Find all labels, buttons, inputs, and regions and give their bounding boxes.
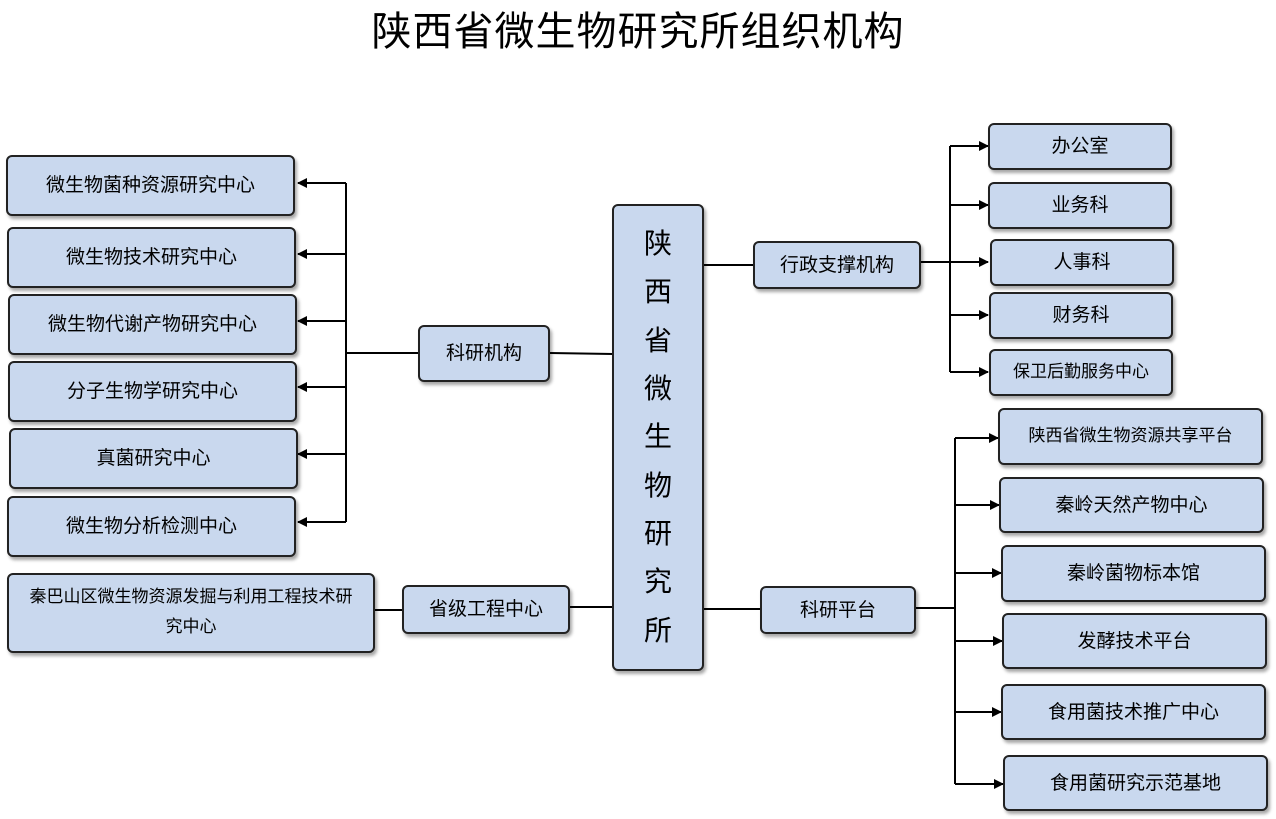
research-center-node: 微生物技术研究中心 bbox=[7, 227, 296, 288]
research-center-node: 真菌研究中心 bbox=[9, 428, 298, 489]
admin-dept-node: 财务科 bbox=[989, 292, 1173, 339]
center-char: 西 bbox=[643, 275, 672, 309]
center-char: 陕 bbox=[643, 227, 672, 261]
center-char: 物 bbox=[643, 468, 672, 502]
platform-node: 秦岭菌物标本馆 bbox=[1001, 545, 1266, 602]
platform-node: 陕西省微生物资源共享平台 bbox=[998, 408, 1263, 465]
platform-node: 食用菌技术推广中心 bbox=[1001, 684, 1266, 740]
center-institute-node: 陕 西 省 微 生 物 研 究 所 bbox=[612, 204, 704, 671]
admin-dept-node: 业务科 bbox=[988, 182, 1172, 229]
page-title: 陕西省微生物研究所组织机构 bbox=[371, 9, 905, 55]
admin-dept-node: 办公室 bbox=[988, 123, 1172, 170]
admin-dept-node: 保卫后勤服务中心 bbox=[989, 349, 1173, 396]
research-center-node: 微生物分析检测中心 bbox=[7, 496, 296, 557]
research-center-node: 微生物菌种资源研究中心 bbox=[6, 155, 295, 216]
research-institutions-node: 科研机构 bbox=[418, 325, 550, 382]
administrative-support-node: 行政支撑机构 bbox=[753, 241, 921, 289]
center-char: 所 bbox=[643, 613, 672, 647]
center-char: 研 bbox=[643, 517, 672, 551]
platform-node: 食用菌研究示范基地 bbox=[1003, 755, 1268, 811]
center-char: 省 bbox=[643, 323, 672, 357]
center-char: 究 bbox=[643, 565, 672, 599]
center-char: 生 bbox=[643, 420, 672, 454]
research-center-node: 微生物代谢产物研究中心 bbox=[8, 294, 297, 355]
research-platforms-node: 科研平台 bbox=[760, 586, 916, 634]
engineering-center-node: 秦巴山区微生物资源发掘与利用工程技术研究中心 bbox=[7, 573, 375, 653]
research-center-node: 分子生物学研究中心 bbox=[8, 361, 297, 422]
platform-node: 发酵技术平台 bbox=[1002, 613, 1267, 669]
provincial-engineering-node: 省级工程中心 bbox=[402, 585, 570, 634]
admin-dept-node: 人事科 bbox=[990, 239, 1174, 286]
platform-node: 秦岭天然产物中心 bbox=[999, 477, 1264, 533]
center-char: 微 bbox=[643, 372, 672, 406]
